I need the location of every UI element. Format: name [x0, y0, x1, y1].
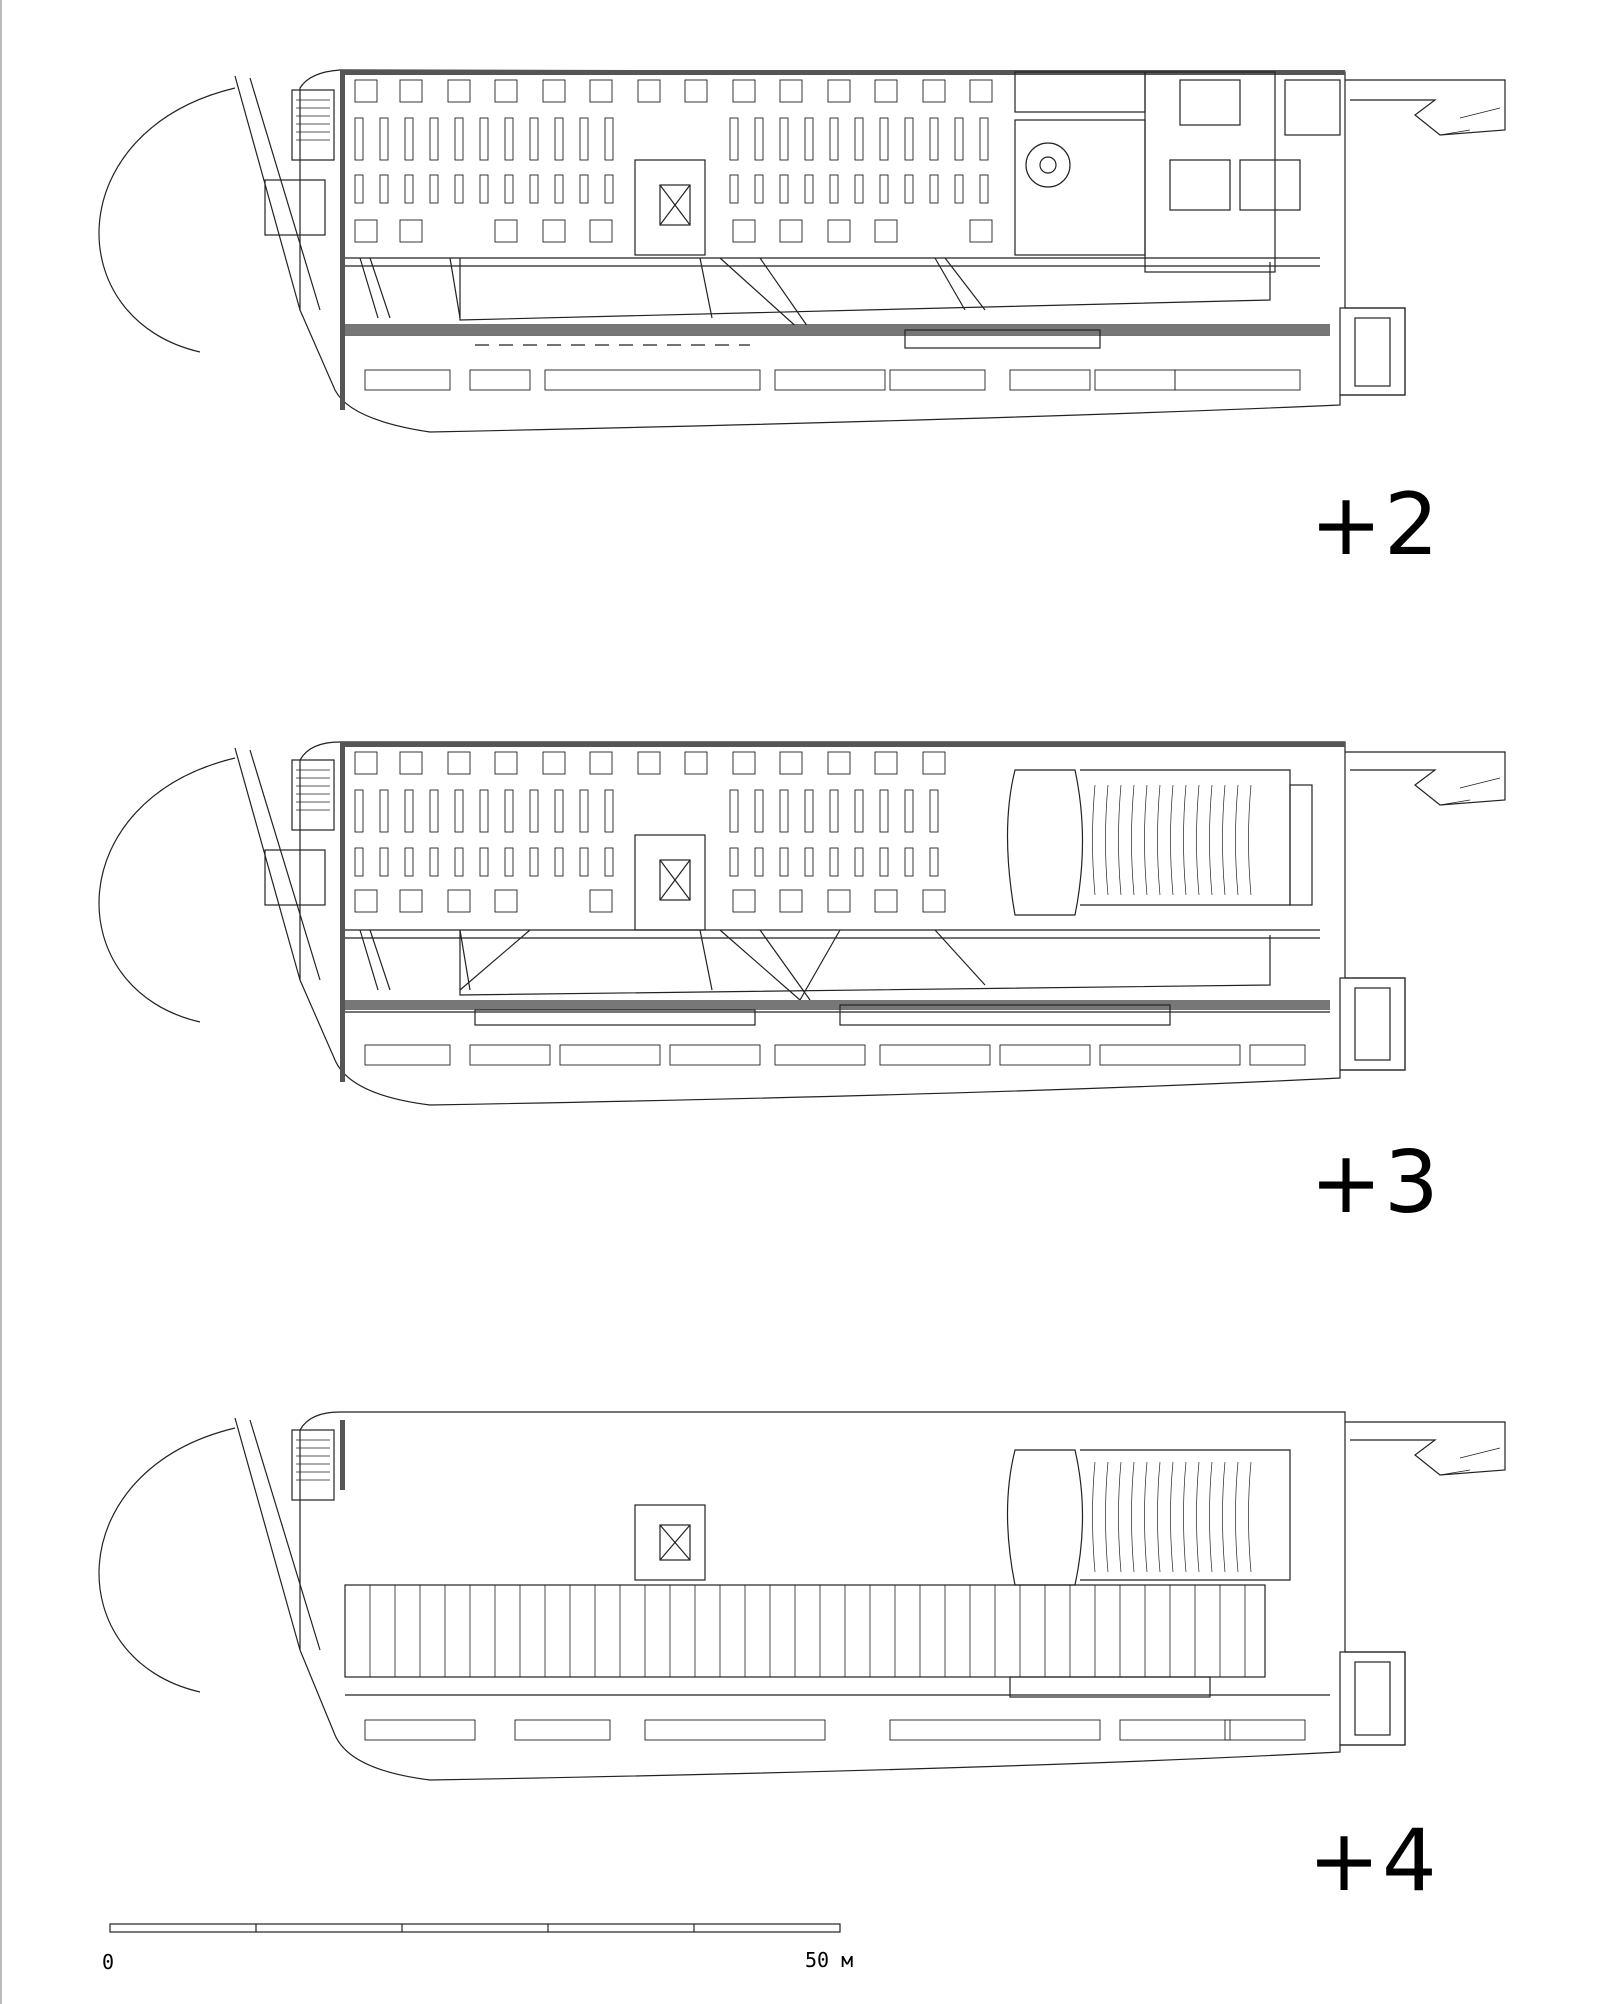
- auditorium-stage: [1006, 769, 1084, 916]
- west-wall: [340, 70, 345, 410]
- scale-end-label: 50 м: [805, 1948, 854, 1972]
- reading-tables-bottom: [354, 219, 993, 243]
- spiral-stair: [1025, 142, 1071, 188]
- auditorium-4: [1006, 1449, 1291, 1586]
- entrance-canopy-arc: [98, 87, 236, 353]
- floor-label-3: +3: [1310, 1133, 1441, 1233]
- central-stair-core: [634, 159, 706, 256]
- canopy-edge: [234, 75, 301, 311]
- west-stair: [291, 89, 335, 161]
- building-outline: [299, 1411, 1406, 1781]
- east-stair-tower: [1339, 307, 1406, 396]
- north-wall: [340, 70, 1345, 75]
- skylight-ribs: [369, 1585, 1246, 1677]
- central-stair-core: [634, 834, 706, 931]
- restroom-block: [264, 179, 326, 236]
- floor-plan-4: [98, 1411, 1506, 1781]
- scale-bar: [109, 1923, 841, 1933]
- east-stair-tower: [1339, 1651, 1406, 1746]
- reading-tables-top: [354, 79, 993, 103]
- entrance-canopy-arc: [98, 757, 236, 1023]
- auditorium-3: [1006, 769, 1313, 916]
- floor-label-4: +4: [1308, 1811, 1439, 1911]
- building-outline: [299, 741, 1406, 1106]
- east-bridge: [1345, 751, 1506, 806]
- scale-bar-track: [109, 1923, 841, 1933]
- floor-plan-3: [98, 741, 1506, 1106]
- south-offices: [364, 369, 1301, 391]
- central-stair-core: [634, 1504, 706, 1581]
- floor-plan-2: [98, 69, 1506, 433]
- east-stair-tower: [1339, 977, 1406, 1071]
- skylight-roof: [344, 1584, 1266, 1678]
- floor-label-2: +2: [1310, 475, 1441, 575]
- east-bridge: [1345, 1421, 1506, 1476]
- sheet-edge: [0, 0, 2, 2004]
- entrance-canopy-arc: [98, 1427, 236, 1693]
- east-bridge: [1345, 79, 1506, 136]
- building-outline: [299, 69, 1406, 433]
- east-office-block: [1014, 71, 1146, 113]
- scale-start-label: 0: [102, 1950, 115, 1974]
- diagonal-struts: [359, 257, 986, 331]
- bookshelves: [354, 117, 989, 204]
